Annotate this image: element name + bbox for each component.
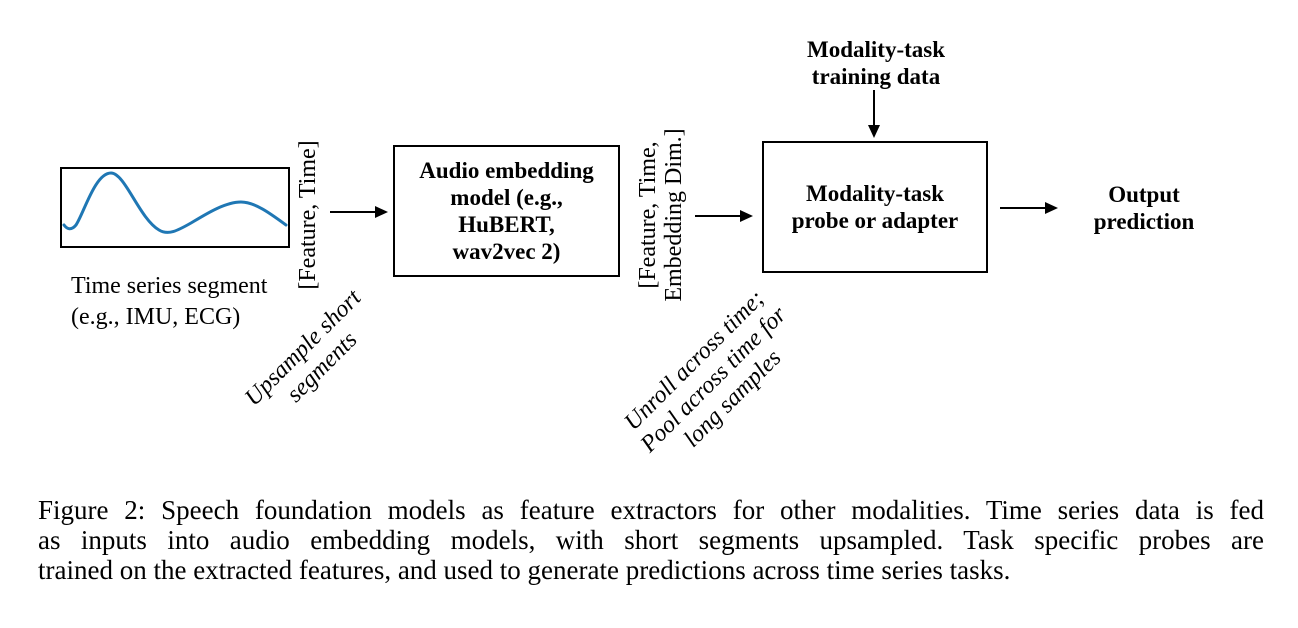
modality-task-probe-label: Modality-task probe or adapter	[791, 181, 959, 233]
waveform-plot	[62, 171, 288, 234]
caption-line-1: Figure 2: Speech foundation models as fe…	[38, 495, 1264, 525]
feature-time-embedding-dim-label: [Feature, Time, Embedding Dim.]	[635, 128, 687, 302]
time-series-box	[60, 167, 290, 248]
audio-embedding-model-label: Audio embedding model (e.g., HuBERT, wav…	[419, 158, 594, 264]
audio-embedding-model-box: Audio embedding model (e.g., HuBERT, wav…	[393, 145, 620, 277]
modality-task-probe-box: Modality-task probe or adapter	[762, 141, 988, 273]
figure-caption: Figure 2: Speech foundation models as fe…	[38, 495, 1264, 585]
arrow-audio-model-to-probe	[695, 210, 753, 222]
unroll-pool-annotation: Unroll across time; Pool across time for…	[619, 285, 792, 458]
output-prediction-label: Output prediction	[1093, 182, 1195, 234]
time-series-label: Time series segment (e.g., IMU, ECG)	[71, 273, 268, 330]
arrow-training-data-to-probe	[868, 90, 880, 138]
caption-line-3: trained on the extracted features, and u…	[38, 555, 1011, 585]
feature-time-dim-label: [Feature, Time]	[295, 140, 321, 290]
arrow-input-to-audio-model	[330, 206, 388, 218]
training-data-label: Modality-task training data	[807, 37, 945, 89]
time-series-wave	[62, 171, 288, 234]
caption-line-2: as inputs into audio embedding models, w…	[38, 525, 1264, 555]
arrow-probe-to-output	[1000, 202, 1058, 214]
